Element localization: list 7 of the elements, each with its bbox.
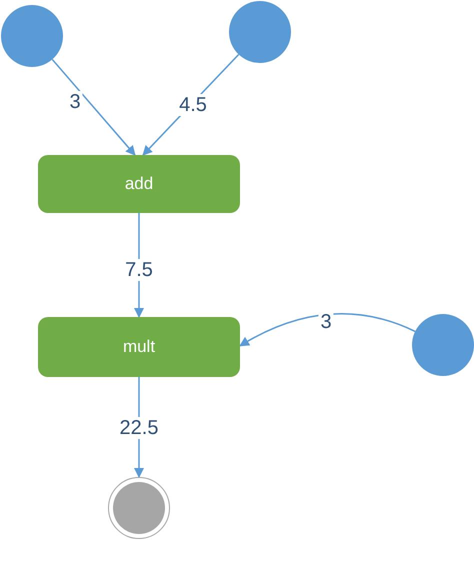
edge-label: 22.5 [118, 417, 160, 439]
process-box: mult [38, 317, 240, 377]
arrow [239, 313, 416, 346]
process-box: add [38, 155, 240, 213]
edge-label: 7.5 [123, 259, 155, 281]
edge-label: 4.5 [177, 94, 209, 116]
arrow [52, 58, 136, 156]
